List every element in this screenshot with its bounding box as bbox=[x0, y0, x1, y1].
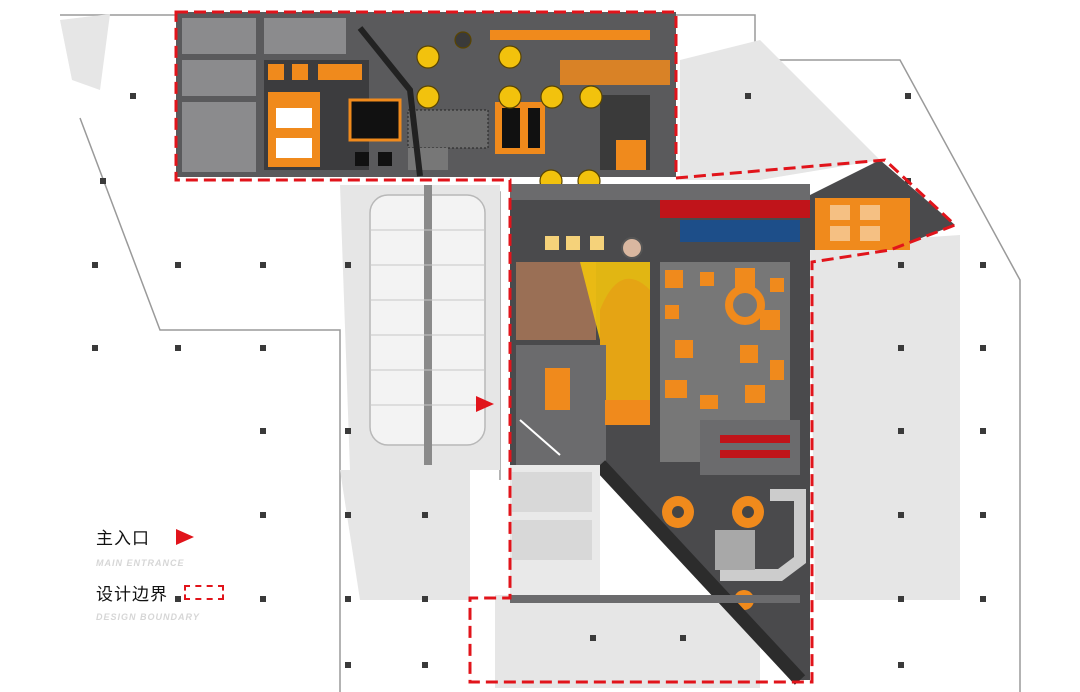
legend: 主入口 MAIN ENTRANCE 设计边界 DESIGN BOUNDARY bbox=[96, 524, 296, 634]
play-area bbox=[510, 237, 810, 685]
legend-entrance: 主入口 bbox=[96, 524, 194, 549]
legend-entrance-label: 主入口 bbox=[96, 529, 150, 549]
column-grid bbox=[92, 93, 986, 668]
legend-entrance-en: MAIN ENTRANCE bbox=[96, 558, 185, 568]
red-dashed-rectangle-icon bbox=[184, 585, 224, 600]
parking-area bbox=[369, 185, 486, 465]
yellow-pads bbox=[416, 31, 603, 193]
legend-boundary: 设计边界 bbox=[96, 580, 224, 605]
red-triangle-icon bbox=[476, 396, 494, 412]
right-wing bbox=[810, 160, 955, 250]
lower-region bbox=[510, 465, 800, 603]
corridor bbox=[510, 184, 810, 254]
red-triangle-icon bbox=[176, 528, 194, 545]
legend-boundary-en: DESIGN BOUNDARY bbox=[96, 612, 200, 622]
main-entrance-marker bbox=[476, 396, 494, 412]
legend-boundary-label: 设计边界 bbox=[96, 585, 168, 605]
top-block bbox=[176, 12, 676, 177]
